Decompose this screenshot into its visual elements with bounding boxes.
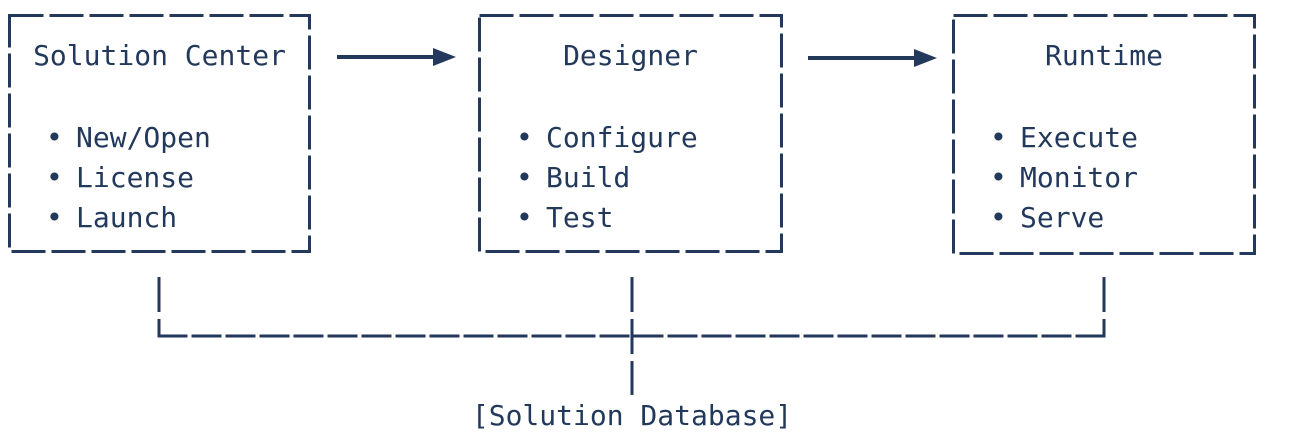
list-item-label: License — [76, 161, 195, 194]
node-item-list: • New/Open • License • Launch — [8, 118, 311, 238]
bullet-icon: • — [516, 121, 533, 154]
bullet-icon: • — [516, 161, 533, 194]
arrow-solution-center-to-designer — [337, 48, 456, 66]
list-item-label: New/Open — [76, 121, 211, 154]
list-item: • License — [46, 158, 311, 198]
bullet-icon: • — [990, 161, 1007, 194]
node-solution-center: Solution Center • New/Open • License • Laun… — [8, 14, 311, 252]
list-item: • Execute — [990, 118, 1256, 158]
node-border-designer — [478, 14, 783, 253]
arrowhead-icon — [914, 49, 937, 67]
bullet-icon: • — [990, 121, 1007, 154]
list-item: • Build — [516, 158, 783, 198]
list-item: • New/Open — [46, 118, 311, 158]
list-item: • Launch — [46, 198, 311, 238]
node-designer: Designer • Configure • Build • Test — [478, 14, 783, 252]
node-border-runtime — [952, 14, 1256, 255]
list-item-label: Launch — [76, 201, 178, 234]
bullet-icon: • — [46, 161, 63, 194]
list-item: • Configure — [516, 118, 783, 158]
node-title: Designer — [563, 39, 698, 72]
node-border-solution-center — [8, 14, 311, 253]
list-item-label: Monitor — [1020, 161, 1139, 194]
arrowhead-icon — [433, 48, 456, 66]
list-item-label: Configure — [546, 121, 698, 154]
node-item-list: • Configure • Build • Test — [478, 118, 783, 238]
database-connector — [157, 277, 1106, 395]
list-item-label: Build — [546, 161, 631, 194]
list-item: • Test — [516, 198, 783, 238]
node-title: Solution Center — [33, 39, 286, 72]
arrow-designer-to-runtime — [808, 49, 937, 67]
database-label: [Solution Database] — [471, 399, 793, 432]
list-item-label: Serve — [1020, 201, 1105, 234]
list-item: • Monitor — [990, 158, 1256, 198]
list-item-label: Test — [546, 201, 614, 234]
bullet-icon: • — [46, 201, 63, 234]
bullet-icon: • — [516, 201, 533, 234]
node-runtime: Runtime • Execute • Monitor • Serve — [952, 14, 1256, 252]
list-item: • Serve — [990, 198, 1256, 238]
node-item-list: • Execute • Monitor • Serve — [952, 118, 1256, 238]
bullet-icon: • — [990, 201, 1007, 234]
bullet-icon: • — [46, 121, 63, 154]
node-title: Runtime — [1044, 39, 1163, 72]
list-item-label: Execute — [1020, 121, 1139, 154]
